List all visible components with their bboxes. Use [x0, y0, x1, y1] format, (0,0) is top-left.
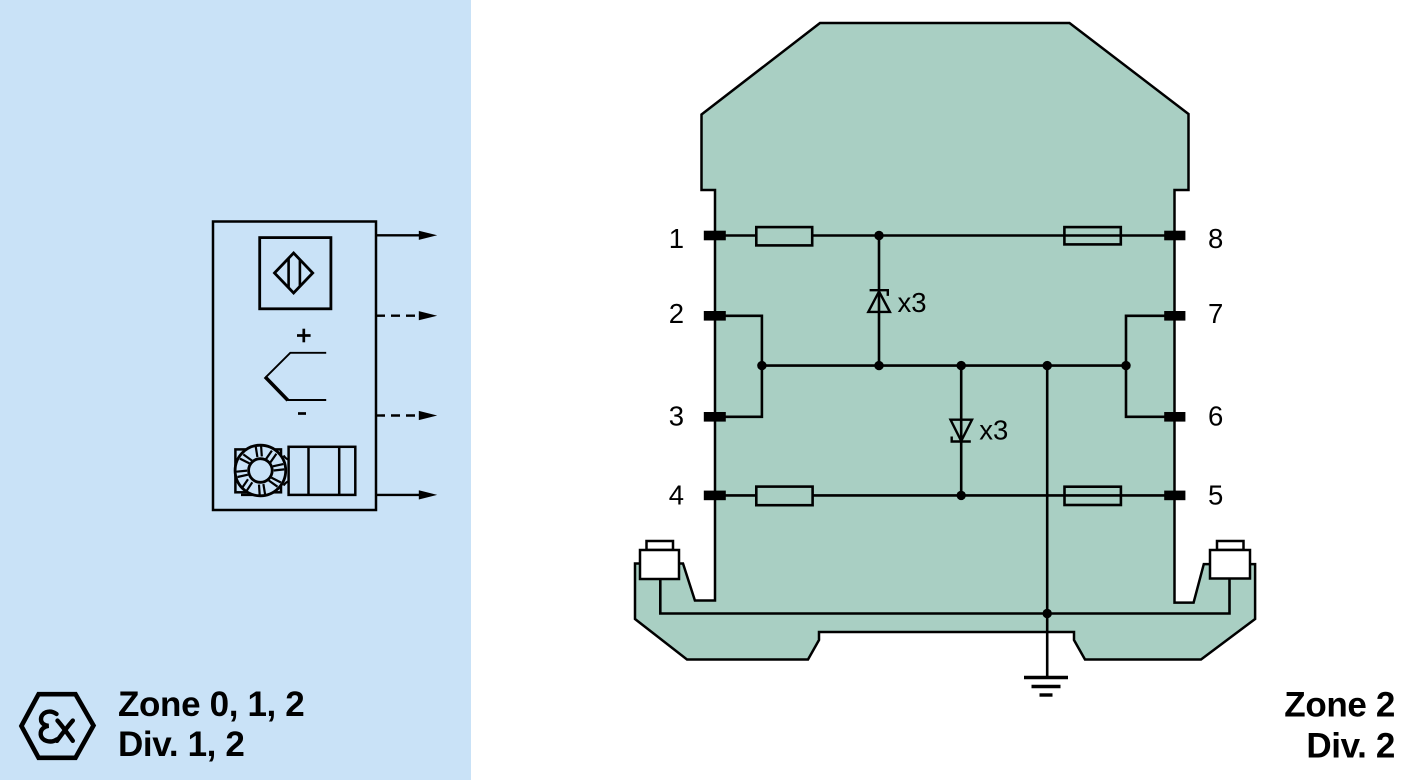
svg-text:Zone 2: Zone 2 [1284, 686, 1395, 725]
svg-text:Div. 1, 2: Div. 1, 2 [118, 725, 245, 764]
svg-text:7: 7 [1208, 298, 1223, 329]
svg-text:8: 8 [1208, 223, 1223, 254]
svg-text:x3: x3 [979, 414, 1008, 445]
svg-text:x3: x3 [898, 287, 927, 318]
svg-text:4: 4 [669, 479, 684, 510]
svg-text:1: 1 [669, 223, 684, 254]
svg-text:2: 2 [669, 298, 684, 329]
svg-text:6: 6 [1208, 401, 1223, 432]
svg-text:Zone 0, 1, 2: Zone 0, 1, 2 [118, 685, 304, 724]
svg-text:5: 5 [1208, 479, 1223, 510]
svg-text:3: 3 [669, 401, 684, 432]
svg-text:Div. 2: Div. 2 [1306, 727, 1395, 766]
